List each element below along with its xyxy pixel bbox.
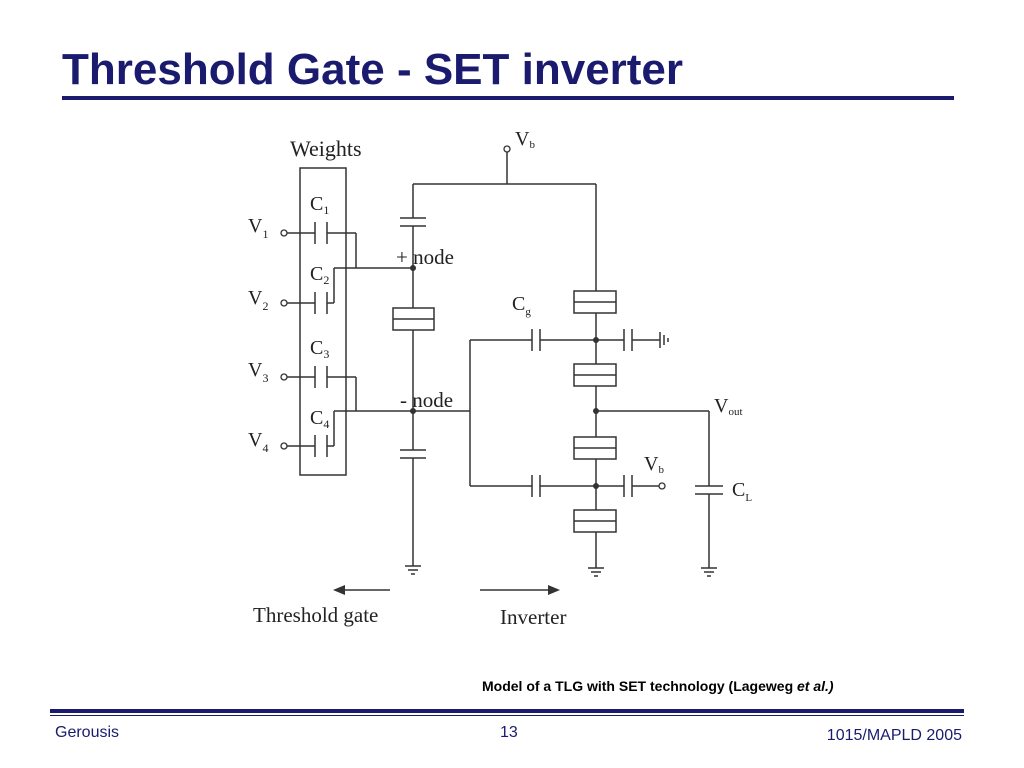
weights-box [299,167,347,476]
v2-label: V2 [248,287,268,313]
c1-label: C1 [310,193,329,217]
title-underline [62,96,954,100]
c3-label: C3 [310,337,329,361]
footer-conference: 1015/MAPLD 2005 [826,727,962,744]
inverter-label: Inverter [500,605,566,629]
caption-main: Model of a TLG with SET technology (Lage… [482,678,798,694]
footer-rule [50,709,964,713]
slide-title: Threshold Gate - SET inverter [62,45,684,94]
v4-label: V4 [248,429,268,455]
footer-page-number: 13 [500,724,518,741]
cl-label: CL [732,479,752,504]
threshold-gate-label: Threshold gate [253,603,378,627]
footer-rule-thin [50,715,964,716]
footer-author: Gerousis [55,724,120,741]
caption-italic: et al.) [797,678,834,694]
vb-right-label: Vb [644,453,664,476]
weights-label: Weights [290,136,362,161]
c2-label: C2 [310,263,329,287]
figure-caption: Model of a TLG with SET technology (Lage… [482,678,834,694]
vout-label: Vout [714,395,743,418]
vb-top-label: Vb [515,128,535,151]
plus-node-label: + node [396,245,454,269]
v3-label: V3 [248,359,268,385]
c4-label: C4 [310,407,329,431]
v1-label: V1 [248,215,268,241]
minus-node-label: - node [400,388,453,412]
cg-label: Cg [512,293,531,318]
